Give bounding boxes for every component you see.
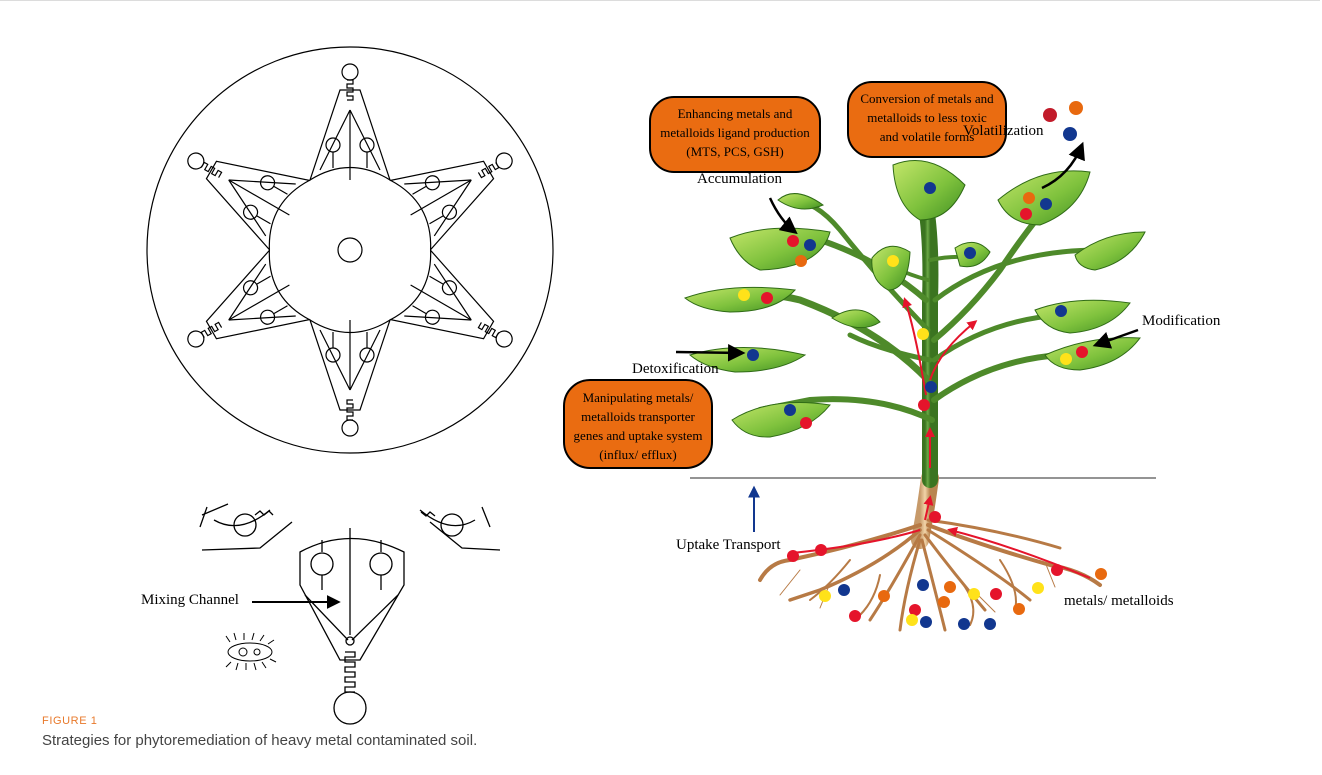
leaves	[685, 161, 1145, 438]
figure-label: FIGURE 1	[42, 715, 98, 727]
label-accumulation: Accumulation	[697, 171, 782, 187]
label-metals: metals/ metalloids	[1064, 593, 1174, 609]
svg-text:(MTS, PCS, GSH): (MTS, PCS, GSH)	[686, 144, 784, 159]
bacterium-icon	[226, 633, 276, 670]
figure-caption: Strategies for phytoremediation of heavy…	[42, 732, 477, 749]
svg-text:metalloids ligand production: metalloids ligand production	[660, 125, 810, 140]
mixing-channel-label: Mixing Channel	[141, 592, 239, 608]
label-modification: Modification	[1142, 313, 1221, 329]
svg-text:metalloids transporter: metalloids transporter	[581, 409, 695, 424]
svg-text:Enhancing metals and: Enhancing metals and	[678, 106, 793, 121]
svg-text:Conversion of metals and: Conversion of metals and	[860, 91, 994, 106]
svg-text:and volatile forms: and volatile forms	[880, 129, 975, 144]
microfluidic-disc	[147, 47, 553, 453]
transport-arrows	[792, 300, 1090, 578]
svg-text:genes and uptake system: genes and uptake system	[574, 428, 703, 443]
label-uptake-transport: Uptake Transport	[676, 537, 781, 553]
magnified-unit	[200, 504, 500, 724]
box-transporter: Manipulating metals/ metalloids transpor…	[564, 380, 712, 468]
svg-text:Manipulating metals/: Manipulating metals/	[583, 390, 694, 405]
label-detoxification: Detoxification	[632, 361, 719, 377]
box-conversion: Conversion of metals and metalloids to l…	[848, 82, 1006, 157]
label-volatilization: Volatilization	[963, 123, 1044, 139]
svg-text:(influx/ efflux): (influx/ efflux)	[599, 447, 676, 462]
box-ligand: Enhancing metals and metalloids ligand p…	[650, 97, 820, 172]
